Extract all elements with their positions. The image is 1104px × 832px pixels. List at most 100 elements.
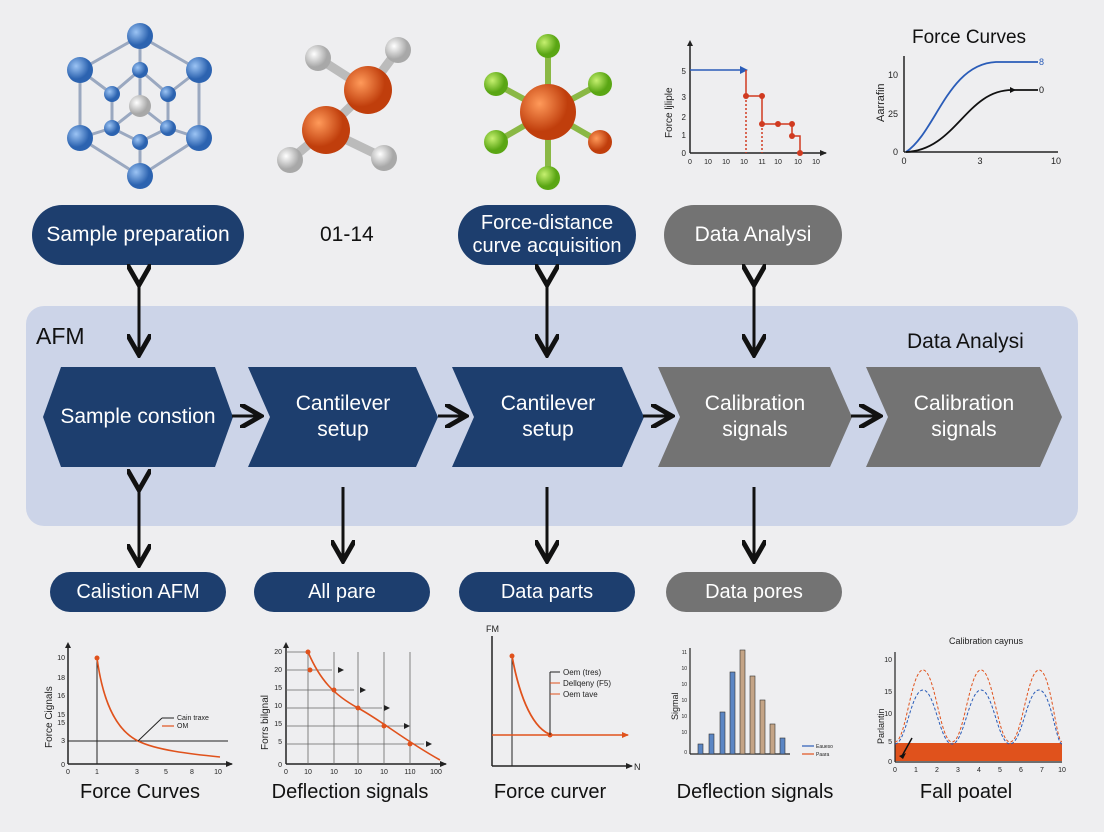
force-curves-title: Force Curves: [912, 27, 1026, 48]
step-label: Cantilever setup: [295, 391, 391, 441]
caption-force-curver: Force curver: [493, 781, 607, 803]
fc-ytick: 0: [893, 147, 898, 157]
chart5-ytick: 0: [888, 759, 892, 766]
chart4-ylabel: Sigmal: [670, 692, 680, 720]
chart5-xtick: 2: [935, 767, 939, 774]
step-plot-ylabel: Force ljliple: [664, 87, 675, 138]
chart4-ytick: 10: [681, 730, 687, 736]
bottom-chart-calibration: Calibration caynus Parlantin 10 15 10 5 …: [876, 636, 1066, 774]
fc-series-label: 0: [1039, 85, 1044, 95]
step-xtick: 10: [704, 159, 712, 166]
chart4-ytick: 11: [682, 650, 687, 656]
step-xtick: 10: [812, 159, 820, 166]
chart2-xtick: 10: [380, 769, 388, 776]
data-analysis-band-label: Data Analysi: [907, 330, 1024, 353]
chart1-xtick: 3: [135, 769, 139, 776]
chart4-ytick: 0: [684, 750, 687, 756]
bottom-chart-force-curves: Force Cignals 10 18 16 15 15 3 0 0 1 3 5…: [44, 642, 233, 776]
step-label: Sample constion: [60, 404, 216, 428]
chart5-xtick: 4: [977, 767, 981, 774]
hexafluoride-molecule-icon: [484, 34, 612, 190]
data-parts-pill: Data parts: [459, 572, 635, 612]
code-label: 01-14: [320, 223, 374, 246]
chart4-legend: Eaueso: [816, 744, 833, 750]
chart1-ytick: 0: [61, 762, 65, 769]
chart2-xtick: 10: [304, 769, 312, 776]
step-xtick: 10: [722, 159, 730, 166]
caption-force-curves: Force Curves: [79, 781, 201, 803]
caption-deflection-signals: Deflection signals: [271, 781, 429, 803]
chart1-ytick: 3: [61, 738, 65, 745]
chart5-title: Calibration caynus: [949, 636, 1024, 646]
step-force-plot: Force ljliple 5 3 2 1 0 0 10 10 10 11 10…: [664, 40, 827, 166]
chart2-ytick: 0: [278, 762, 282, 769]
chart1-xtick: 8: [190, 769, 194, 776]
force-curve-series-black: [905, 89, 1038, 153]
chart5-xtick: 3: [956, 767, 960, 774]
step-xtick: 10: [740, 159, 748, 166]
force-curves-ylabel: Aarrafin: [875, 83, 887, 122]
fc-ytick: 10: [888, 70, 898, 80]
step-calibration-signals-1: Calibration signals: [658, 367, 852, 467]
chart2-xtick: 100: [430, 769, 442, 776]
chart1-xtick: 5: [164, 769, 168, 776]
all-pare-pill: All pare: [254, 572, 430, 612]
force-curves-top-chart: Force Curves Aarrafin 10 25 0 0 3 10 8 0: [875, 27, 1061, 166]
chart2-xtick: 10: [354, 769, 362, 776]
chart2-ytick: 5: [278, 739, 282, 746]
step-label: Cantilever setup: [500, 391, 596, 441]
chart3-xlabel: N: [634, 762, 641, 772]
fc-series-label: 8: [1039, 57, 1044, 67]
chart5-xtick: 5: [998, 767, 1002, 774]
water-molecule-icon: [277, 37, 411, 173]
step-xtick: 10: [794, 159, 802, 166]
step-cantilever-setup-1: Cantilever setup: [248, 367, 438, 467]
step-ytick: 5: [682, 67, 687, 76]
data-analysis-pill: Data Analysi: [664, 205, 842, 265]
chart1-ytick: 16: [57, 693, 65, 700]
step-label: Calibration signals: [913, 391, 1015, 441]
chart5-xtick: 10: [1058, 767, 1066, 774]
caption-deflection-signals-2: Deflection signals: [676, 781, 834, 803]
chart1-legend: Cain traxe: [177, 715, 209, 722]
chart4-ytick: 10: [681, 682, 687, 688]
fc-xtick: 10: [1051, 156, 1061, 166]
chart2-xtick: 10: [330, 769, 338, 776]
step-ytick: 3: [682, 93, 687, 102]
cube-molecule-icon: [67, 23, 212, 189]
calibration-afm-pill: Calistion AFM: [50, 572, 226, 612]
chart1-ytick: 18: [57, 675, 65, 682]
force-distance-pill: Force-distance curve acquisition: [458, 205, 636, 265]
chart3-ylabel: FM: [486, 624, 499, 634]
caption-fall-poatel: Fall poatel: [919, 781, 1013, 803]
chart2-ytick: 20: [274, 667, 282, 674]
chart1-ytick: 15: [57, 712, 65, 719]
bottom-chart-deflection-bars: Sigmal 11 10 10 10 10 10 0 Eaueso Paara: [670, 648, 833, 758]
chart5-ylabel: Parlantin: [876, 708, 886, 744]
step-xtick: 10: [774, 159, 782, 166]
step-ytick: 0: [682, 149, 687, 158]
chart5-red-series: [894, 669, 1063, 743]
chart5-ytick: 5: [888, 739, 892, 746]
chart4-legend: Paara: [816, 752, 830, 758]
force-curve-series-blue: [905, 61, 1038, 153]
chart5-blue-series: [894, 689, 1063, 745]
step-ytick: 2: [682, 113, 687, 122]
step-cantilever-setup-2: Cantilever setup: [452, 367, 644, 467]
chart1-legend: OM: [177, 723, 188, 730]
chart4-ytick: 10: [681, 666, 687, 672]
sample-preparation-pill: Sample preparation: [32, 205, 244, 265]
chart3-legend: Dellqeny (F5): [563, 679, 611, 688]
chart1-ylabel: Force Cignals: [44, 686, 55, 748]
chart1-xtick: 0: [66, 769, 70, 776]
fc-ytick: 25: [888, 109, 898, 119]
step-sample-condition: Sample constion: [43, 367, 233, 467]
afm-label: AFM: [36, 323, 85, 349]
chart2-xtick: 110: [404, 769, 415, 776]
chart2-ytick: 20: [274, 649, 282, 656]
chart5-xtick: 7: [1040, 767, 1044, 774]
chart1-xtick: 10: [214, 769, 222, 776]
chart5-xtick: 1: [914, 767, 918, 774]
fc-xtick: 3: [977, 156, 982, 166]
